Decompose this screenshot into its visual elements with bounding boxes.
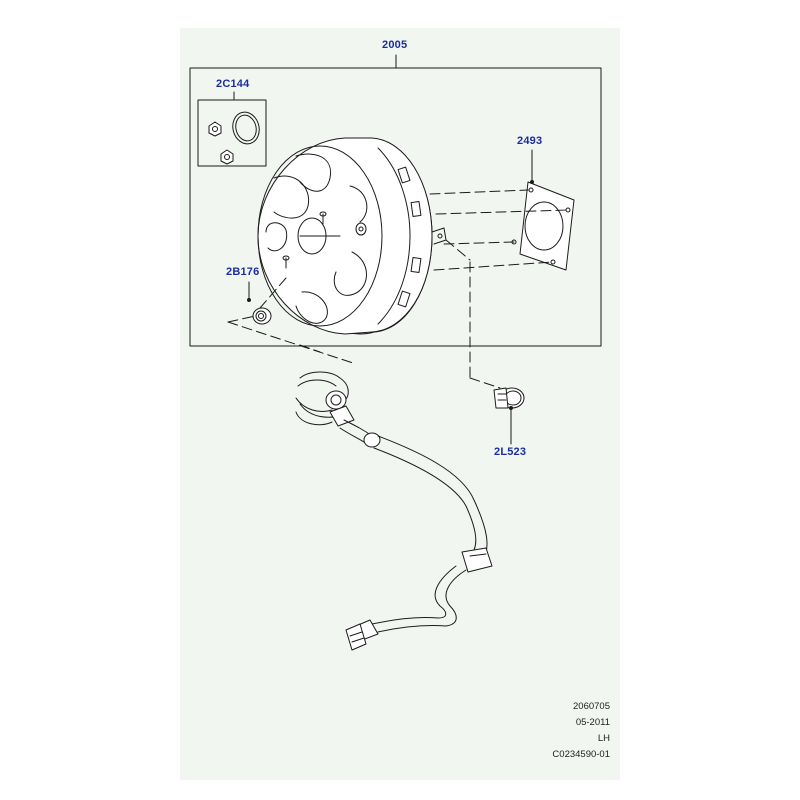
- nut-icon: [220, 149, 234, 165]
- callout-2c144: 2C144: [216, 78, 250, 90]
- connector-icon: [493, 387, 525, 409]
- brake-booster-body: [257, 137, 447, 335]
- grommet-icon: [252, 307, 272, 325]
- drawing-side: LH: [597, 733, 610, 744]
- gasket-plate: [511, 181, 575, 271]
- seal-kit-box: [197, 99, 267, 167]
- callout-2005: 2005: [382, 39, 408, 51]
- nut-icon: [208, 121, 222, 137]
- drawing-code: 2060705: [573, 701, 610, 712]
- callout-2b176: 2B176: [226, 266, 260, 278]
- vacuum-hose-assembly: [295, 371, 493, 651]
- callout-2l523: 2L523: [494, 446, 527, 458]
- callout-2493: 2493: [517, 135, 543, 147]
- drawing-reference: C0234590-01: [552, 749, 610, 760]
- drawing-date: 05-2011: [575, 717, 610, 728]
- o-ring-icon: [232, 111, 260, 145]
